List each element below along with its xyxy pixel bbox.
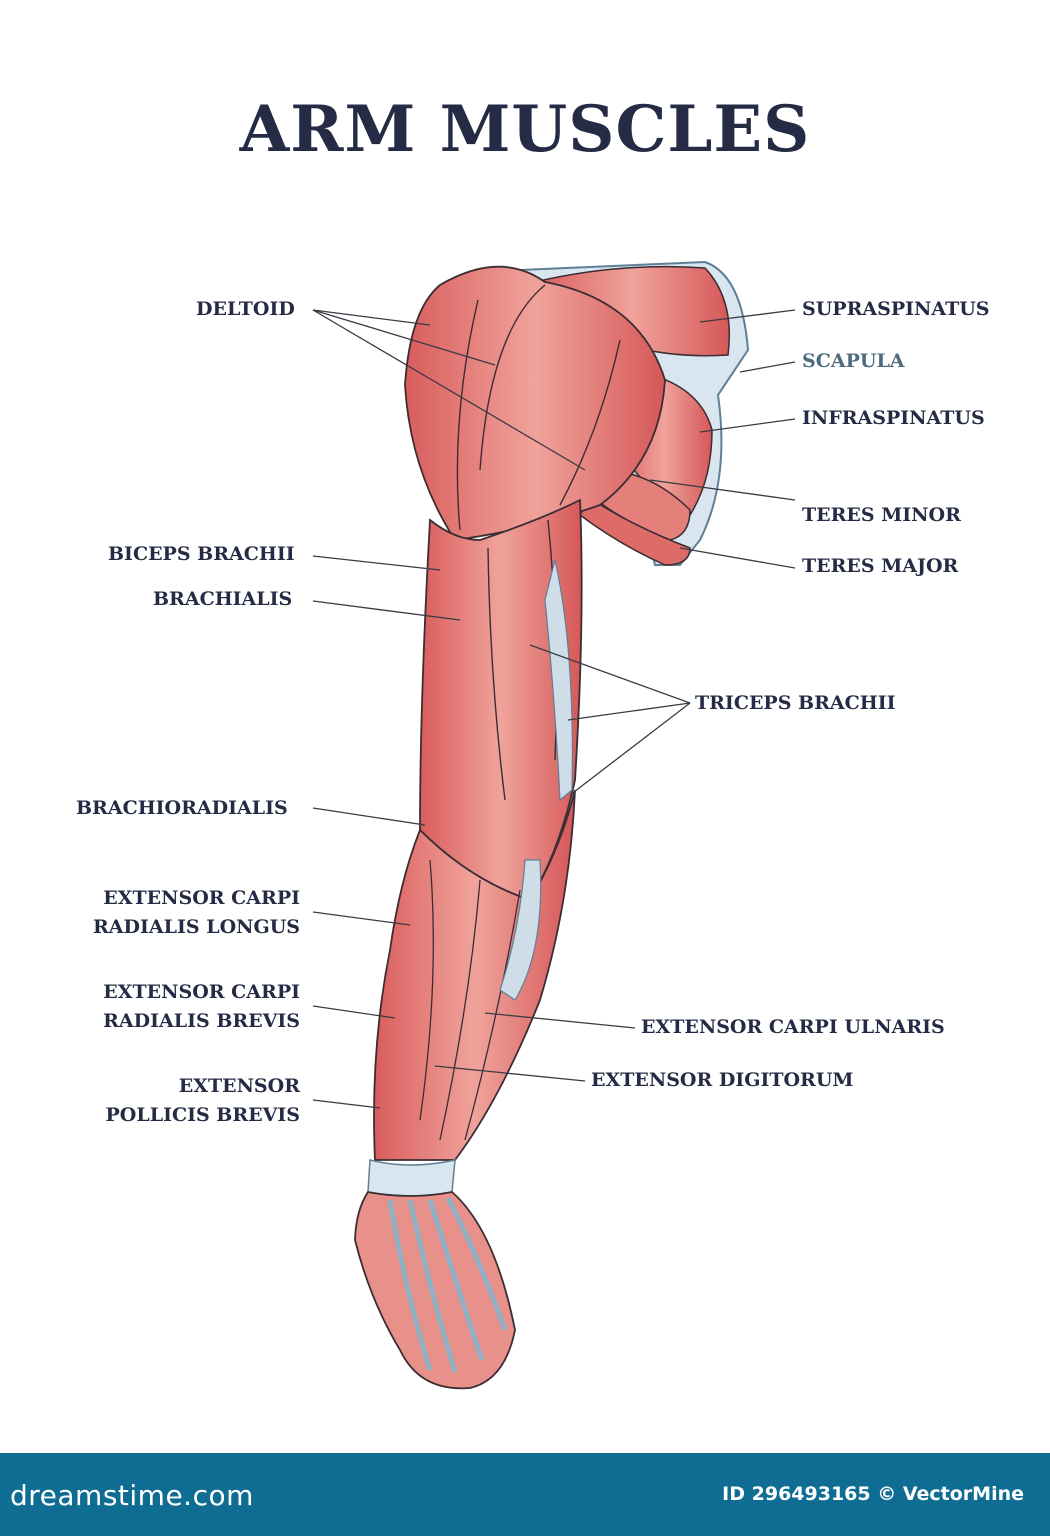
teres-major-shape [579,496,691,566]
label-ecrl-line2: RADIALIS LONGUS [92,916,300,938]
upper-arm-shape [419,498,583,902]
label-scapula: SCAPULA [802,350,905,372]
footer-bar: dreamstime.com ID 296493165 © VectorMine [0,1453,1050,1536]
label-extensor-pollicis-brevis: EXTENSOR POLLICIS BREVIS [60,1072,300,1130]
label-epb-line2: POLLICIS BREVIS [105,1104,300,1126]
label-infraspinatus: INFRASPINATUS [802,407,985,429]
label-epb-line1: EXTENSOR [178,1075,300,1097]
label-supraspinatus: SUPRASPINATUS [802,298,990,320]
label-ecrb-line2: RADIALIS BREVIS [103,1010,300,1032]
label-biceps-brachii: BICEPS BRACHII [108,543,295,565]
footer-credit: ID 296493165 © VectorMine [722,1483,1024,1505]
label-brachialis: BRACHIALIS [153,588,293,610]
label-ecrb-line1: EXTENSOR CARPI [103,981,300,1003]
triceps-tendon [544,559,573,802]
label-teres-minor: TERES MINOR [802,504,961,526]
label-ecrl-line1: EXTENSOR CARPI [103,887,300,909]
label-extensor-digitorum: EXTENSOR DIGITORUM [591,1069,854,1091]
label-brachioradialis: BRACHIORADIALIS [76,797,288,819]
label-teres-major: TERES MAJOR [802,555,959,577]
page-title: ARM MUSCLES [239,92,811,167]
leader-lines [312,309,796,1109]
arm-illustration [312,260,796,1390]
label-triceps-brachii: TRICEPS BRACHII [695,692,896,714]
label-deltoid: DELTOID [196,298,295,320]
label-extensor-carpi-radialis-longus: EXTENSOR CARPI RADIALIS LONGUS [60,884,300,942]
label-extensor-carpi-ulnaris: EXTENSOR CARPI ULNARIS [641,1016,945,1038]
forearm-tendon [499,859,542,1001]
wrist-retinaculum [367,1159,456,1197]
footer-brand[interactable]: dreamstime.com [10,1479,254,1512]
label-extensor-carpi-radialis-brevis: EXTENSOR CARPI RADIALIS BREVIS [60,978,300,1036]
